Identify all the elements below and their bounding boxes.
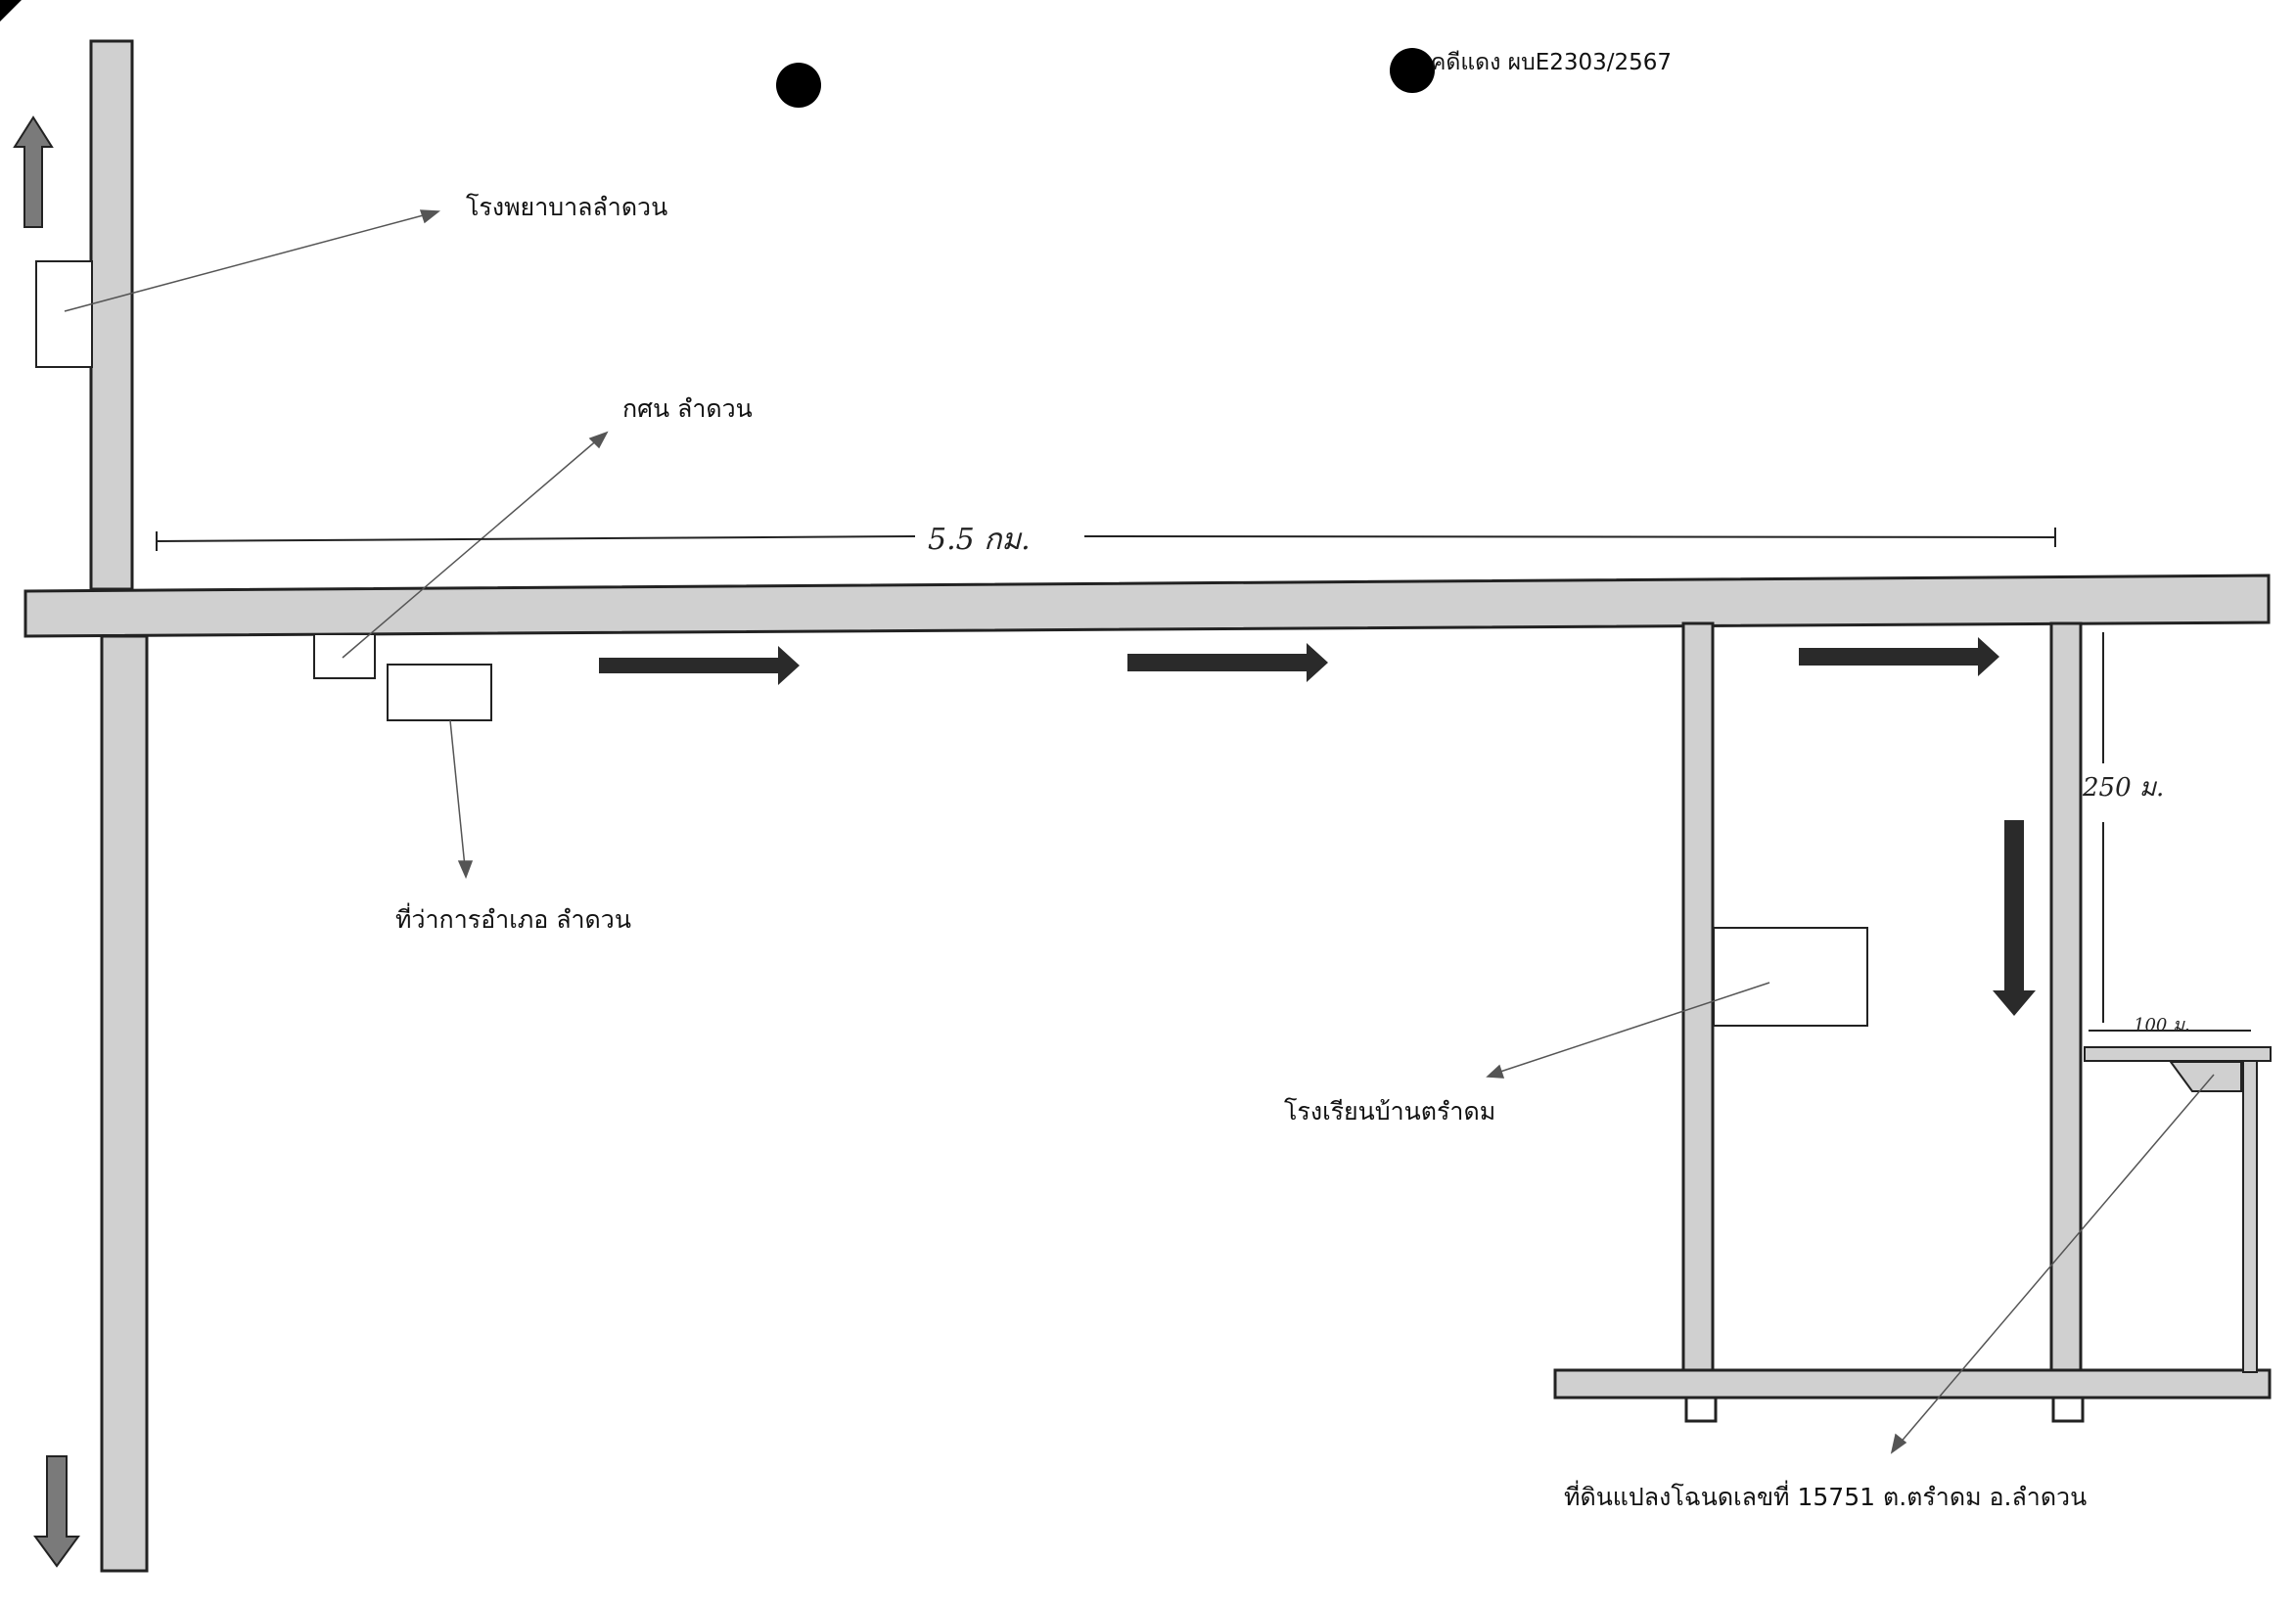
plot-leader-head — [1890, 1433, 1907, 1454]
district-leader-head — [457, 860, 474, 879]
hospital-box — [35, 260, 93, 368]
nfe-leader-head — [588, 431, 609, 449]
distance-side-label: 250 ม. — [2083, 773, 2165, 803]
school-leader — [1496, 982, 1770, 1074]
school-label: โรงเรียนบ้านตรำดม — [1284, 1097, 1496, 1126]
road-bottom — [1553, 1368, 2272, 1400]
nfe-leader — [342, 437, 600, 659]
land-plot-label: ที่ดินแปลงโฉนดเลขที่ 15751 ต.ตรำดม อ.ลำด… — [1564, 1483, 2088, 1511]
road-plot-vertical — [2242, 1060, 2258, 1373]
direction-arrow-3 — [1799, 637, 1999, 676]
hospital-leader-head — [419, 209, 441, 224]
dimension-main-left — [156, 535, 916, 542]
direction-arrow-1 — [599, 646, 800, 685]
road-horizontal-main — [23, 574, 2271, 638]
south-arrow — [33, 1455, 80, 1568]
district-office-label: ที่ว่าการอำเภอ ลำดวน — [395, 905, 631, 934]
hospital-leader — [64, 212, 432, 312]
direction-arrow-down — [1993, 820, 2036, 1016]
road-vertical-left — [89, 39, 134, 591]
distance-plot-label: 100 ม. — [2134, 1015, 2190, 1035]
school-leader-head — [1486, 1064, 1505, 1079]
hospital-label: โรงพยาบาลลำดวน — [466, 193, 668, 221]
north-arrow — [13, 115, 54, 228]
road-vertical-left-lower — [100, 634, 149, 1573]
distance-main-label: 5.5 กม. — [928, 523, 1031, 557]
punch-hole-left — [776, 63, 821, 108]
dimension-main-right — [1083, 535, 2056, 538]
road-side-2-stub — [2051, 1396, 2085, 1423]
road-side-1 — [1681, 621, 1715, 1374]
road-side-1-stub — [1684, 1396, 1718, 1423]
road-plot-access — [2084, 1046, 2272, 1062]
school-box — [1713, 927, 1868, 1027]
punch-hole-right — [1390, 48, 1435, 93]
plot-leader — [1898, 1074, 2215, 1446]
district-leader — [449, 719, 466, 868]
corner-mark — [0, 0, 22, 22]
nfe-center-label: กศน ลำดวน — [622, 394, 753, 423]
direction-arrow-2 — [1127, 643, 1328, 682]
case-number: คดีแดง ผบE2303/2567 — [1431, 50, 1673, 75]
district-office-box — [387, 664, 492, 721]
land-plot-shape — [2169, 1061, 2242, 1092]
